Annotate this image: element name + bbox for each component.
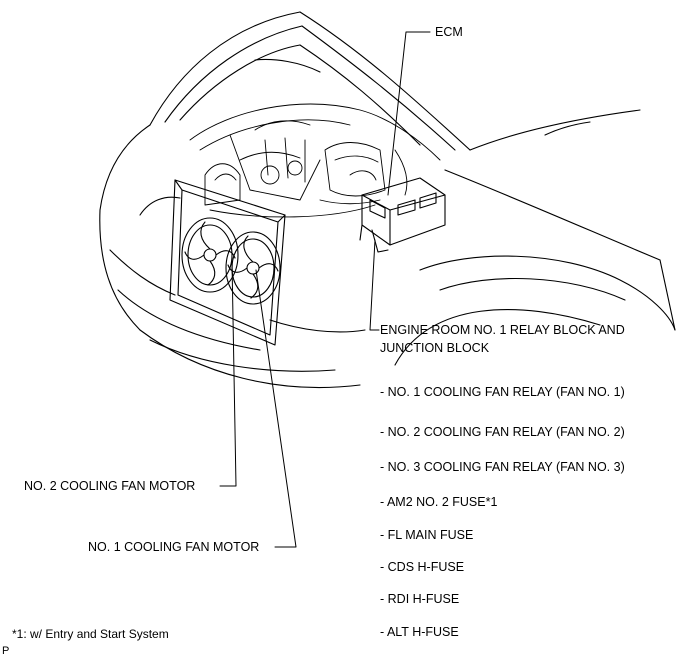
engine-block xyxy=(189,103,441,218)
footnote: *1: w/ Entry and Start System xyxy=(12,627,169,641)
ecm-label: ECM xyxy=(435,25,463,39)
front-bumper xyxy=(99,124,366,389)
component-item-4: - AM2 NO. 2 FUSE*1 xyxy=(380,495,498,509)
component-item-7: - RDI H-FUSE xyxy=(380,592,460,606)
fan-motor-2-leader xyxy=(219,261,237,487)
component-item-2: - NO. 2 COOLING FAN RELAY (FAN NO. 2) xyxy=(380,425,625,439)
component-item-8: - ALT H-FUSE xyxy=(380,625,459,639)
leader-lines xyxy=(219,31,431,548)
fan-motor-2-label: NO. 2 COOLING FAN MOTOR xyxy=(24,479,196,493)
radiator-frame xyxy=(169,179,286,346)
relay-block-leader xyxy=(369,239,380,331)
corner-mark: P xyxy=(2,645,10,657)
component-item-6: - CDS H-FUSE xyxy=(380,560,465,574)
component-item-5: - FL MAIN FUSE xyxy=(380,528,474,542)
hood xyxy=(149,11,471,151)
relay-block-label-line1: ENGINE ROOM NO. 1 RELAY BLOCK AND xyxy=(380,323,625,337)
relay-block xyxy=(359,177,446,253)
fan-motor-1-leader xyxy=(255,269,297,548)
component-item-3: - NO. 3 COOLING FAN RELAY (FAN NO. 3) xyxy=(380,460,625,474)
cooling-fan-1 xyxy=(225,231,281,305)
fan-motor-1-label: NO. 1 COOLING FAN MOTOR xyxy=(88,540,260,554)
cooling-fan-2 xyxy=(181,217,239,293)
relay-block-label-line2: JUNCTION BLOCK xyxy=(380,341,490,355)
windshield xyxy=(469,109,641,151)
component-item-1: - NO. 1 COOLING FAN RELAY (FAN NO. 1) xyxy=(380,385,625,399)
ecm-leader xyxy=(387,31,431,196)
fender xyxy=(394,169,676,366)
